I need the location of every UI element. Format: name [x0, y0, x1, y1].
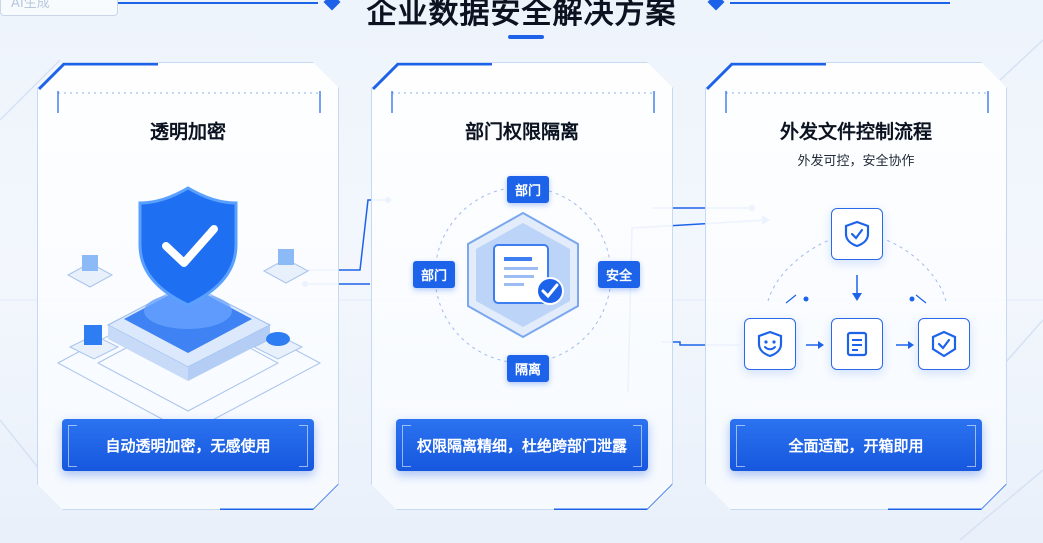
tag-department-top: 部门 — [507, 176, 550, 203]
shield-check-icon — [138, 186, 238, 307]
feature-button[interactable]: 自动透明加密，无感使用 — [62, 419, 314, 471]
shield-check-icon — [844, 220, 870, 248]
feature-button[interactable]: 全面适配，开箱即用 — [730, 419, 982, 471]
tag-department-left: 部门 — [413, 261, 456, 288]
cube-shield-icon — [931, 330, 957, 358]
tag-security-right: 安全 — [598, 261, 641, 288]
shield-check-tile — [831, 208, 883, 260]
file-tile — [831, 318, 883, 370]
card-outbound-file-control: 外发文件控制流程 外发可控，安全协作 — [705, 62, 1007, 510]
cube-shield-icon — [66, 255, 114, 288]
face-shield-icon — [757, 330, 783, 358]
card-transparent-encryption: 透明加密 自动透明加密，无感使用 — [37, 62, 339, 510]
header: 企业数据安全解决方案 — [0, 0, 1043, 44]
tag-isolation-bottom: 隔离 — [507, 355, 550, 382]
card-title: 透明加密 — [149, 121, 226, 143]
file-icon — [846, 331, 868, 357]
document-check-icon — [493, 244, 564, 305]
isolation-illustration — [434, 186, 612, 364]
cube-shield-tile — [918, 318, 970, 370]
card-title: 部门权限隔离 — [464, 121, 579, 143]
title-right-line — [730, 2, 950, 4]
feature-button[interactable]: 权限隔离精细，杜绝跨部门泄露 — [396, 419, 648, 471]
watermark-logo: AI生成 — [0, 0, 118, 16]
card-subtitle: 外发可控，安全协作 — [797, 154, 915, 169]
flow-connectors — [767, 238, 947, 349]
shield-platform-illustration — [56, 186, 322, 434]
page-title: 企业数据安全解决方案 — [366, 0, 677, 31]
cube-shield-icon — [68, 325, 120, 360]
card-department-isolation: 部门权限隔离 部门 部门 安全 隔离 权限隔离精细，杜绝跨部门泄露 — [371, 62, 673, 510]
card-title: 外发文件控制流程 — [779, 121, 932, 143]
cube-shield-icon — [252, 332, 304, 360]
face-shield-tile — [744, 318, 796, 370]
title-left-line — [118, 2, 318, 4]
cube-shield-icon — [262, 249, 310, 284]
title-underline — [508, 35, 544, 39]
